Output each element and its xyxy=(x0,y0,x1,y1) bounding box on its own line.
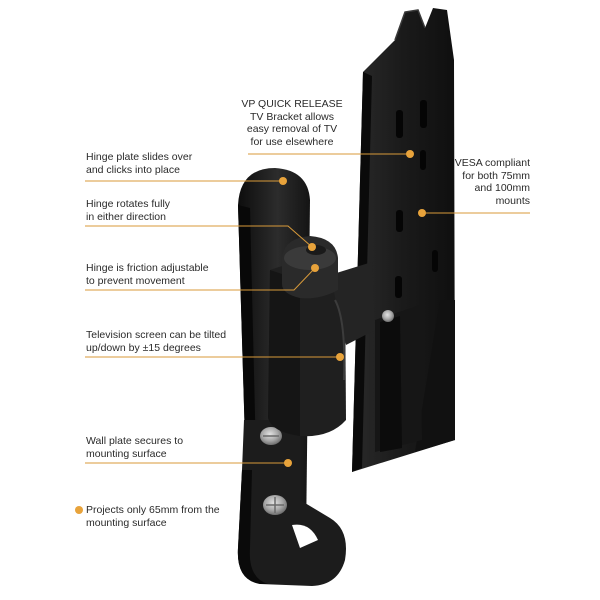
dot-vp-quick-release xyxy=(406,150,414,158)
callout-hinge-plate: Hinge plate slides over and clicks into … xyxy=(86,151,193,176)
callout-hinge-friction: Hinge is friction adjustable to prevent … xyxy=(86,262,209,287)
leader-hinge-friction xyxy=(85,267,316,291)
callout-dots xyxy=(75,150,426,514)
dot-vesa xyxy=(418,209,426,217)
callout-vesa: VESA compliant for both 75mm and 100mm m… xyxy=(454,157,530,207)
tv-plate xyxy=(352,8,455,472)
callout-vp-quick-release: VP QUICK RELEASE TV Bracket allows easy … xyxy=(241,98,343,148)
leader-hinge-rotates xyxy=(85,225,313,248)
dot-tilt xyxy=(336,353,344,361)
dot-hinge-plate xyxy=(279,177,287,185)
dot-projects xyxy=(75,506,83,514)
leader-lines xyxy=(85,153,530,464)
callout-projects: Projects only 65mm from the mounting sur… xyxy=(86,504,220,529)
callout-tilt: Television screen can be tilted up/down … xyxy=(86,329,227,354)
hinge-block xyxy=(268,236,375,437)
dot-hinge-rotates xyxy=(308,243,316,251)
callout-wall-plate: Wall plate secures to mounting surface xyxy=(86,435,184,460)
callout-hinge-rotates: Hinge rotates fully in either direction xyxy=(86,198,171,223)
dot-wall-plate xyxy=(284,459,292,467)
dot-hinge-friction xyxy=(311,264,319,272)
